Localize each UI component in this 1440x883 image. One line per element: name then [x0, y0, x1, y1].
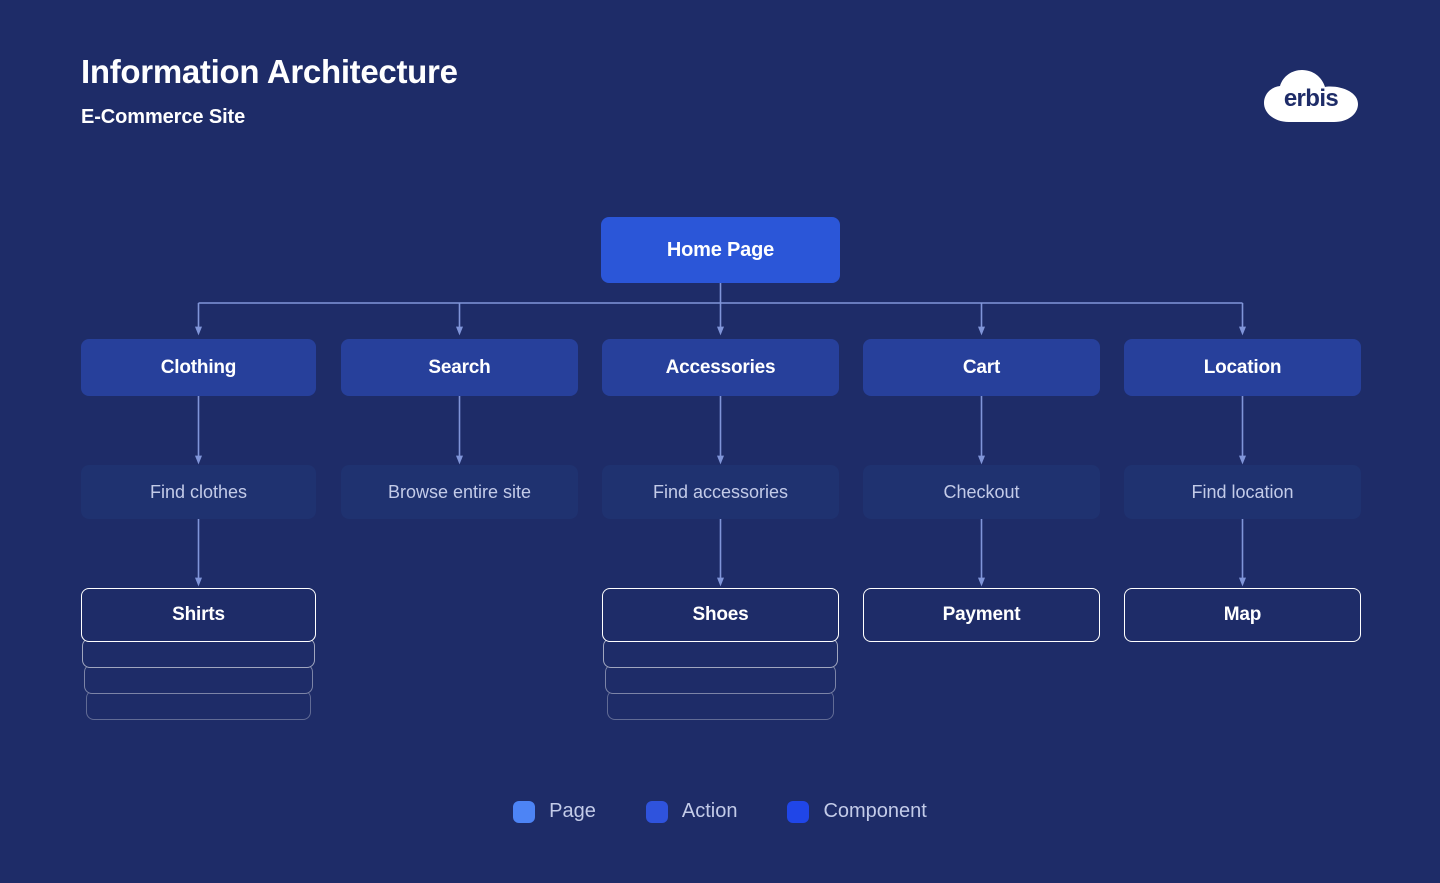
node-checkout[interactable]: Checkout	[863, 465, 1100, 519]
node-label: Clothing	[160, 356, 237, 378]
legend-item-component: Component	[787, 800, 927, 823]
node-label: Find accessories	[652, 481, 789, 502]
stack-layer-4	[86, 690, 311, 720]
page-title: Information Architecture	[81, 53, 458, 90]
node-find-location[interactable]: Find location	[1124, 465, 1361, 519]
node-label: Find location	[1191, 481, 1294, 502]
node-find-accessories[interactable]: Find accessories	[602, 465, 839, 519]
legend-item-action: Action	[645, 800, 738, 823]
legend-label-component: Component	[823, 800, 927, 822]
node-label: Shoes	[692, 604, 749, 625]
legend-swatch-component	[787, 800, 810, 823]
stack-layer-4	[607, 690, 834, 720]
node-label: Location	[1203, 356, 1282, 378]
stack-layer-3	[84, 664, 313, 694]
node-payment[interactable]: Payment	[863, 588, 1100, 642]
node-home-page[interactable]: Home Page	[601, 217, 840, 283]
node-map[interactable]: Map	[1124, 588, 1361, 642]
stack-layer-2	[603, 638, 838, 668]
node-label: Map	[1223, 604, 1262, 625]
node-label: Home Page	[666, 238, 775, 261]
cloud-icon	[1264, 70, 1358, 122]
node-label: Find clothes	[149, 481, 248, 502]
node-search[interactable]: Search	[341, 339, 578, 396]
node-shirts-stack[interactable]: Shirts	[81, 588, 316, 723]
logo-text: erbis	[1283, 85, 1339, 112]
legend-swatch-page	[513, 800, 536, 823]
erbis-cloud-logo: erbis	[1262, 68, 1360, 124]
stack-layer-3	[605, 664, 836, 694]
legend: Page Action Component	[0, 800, 1440, 823]
legend-swatch-action	[645, 800, 668, 823]
node-browse-entire-site[interactable]: Browse entire site	[341, 465, 578, 519]
legend-item-page: Page	[513, 800, 596, 823]
node-location[interactable]: Location	[1124, 339, 1361, 396]
node-label: Browse entire site	[387, 481, 532, 502]
node-map-wrap[interactable]: Map	[1124, 588, 1361, 642]
node-clothing[interactable]: Clothing	[81, 339, 316, 396]
node-label: Cart	[962, 356, 1001, 378]
node-shirts[interactable]: Shirts	[81, 588, 316, 642]
node-shoes-stack[interactable]: Shoes	[602, 588, 839, 723]
legend-label-action: Action	[681, 800, 738, 822]
node-label: Checkout	[943, 481, 1020, 502]
node-accessories[interactable]: Accessories	[602, 339, 839, 396]
node-label: Search	[428, 356, 491, 378]
node-shoes[interactable]: Shoes	[602, 588, 839, 642]
legend-label-page: Page	[549, 800, 596, 822]
node-label: Payment	[942, 604, 1021, 625]
page-subtitle: E-Commerce Site	[81, 106, 246, 128]
node-label: Accessories	[665, 356, 776, 378]
stack-layer-2	[82, 638, 315, 668]
node-payment-wrap[interactable]: Payment	[863, 588, 1100, 642]
page-header: Information Architecture E-Commerce Site	[81, 50, 1361, 150]
node-cart[interactable]: Cart	[863, 339, 1100, 396]
node-label: Shirts	[172, 604, 225, 625]
node-find-clothes[interactable]: Find clothes	[81, 465, 316, 519]
